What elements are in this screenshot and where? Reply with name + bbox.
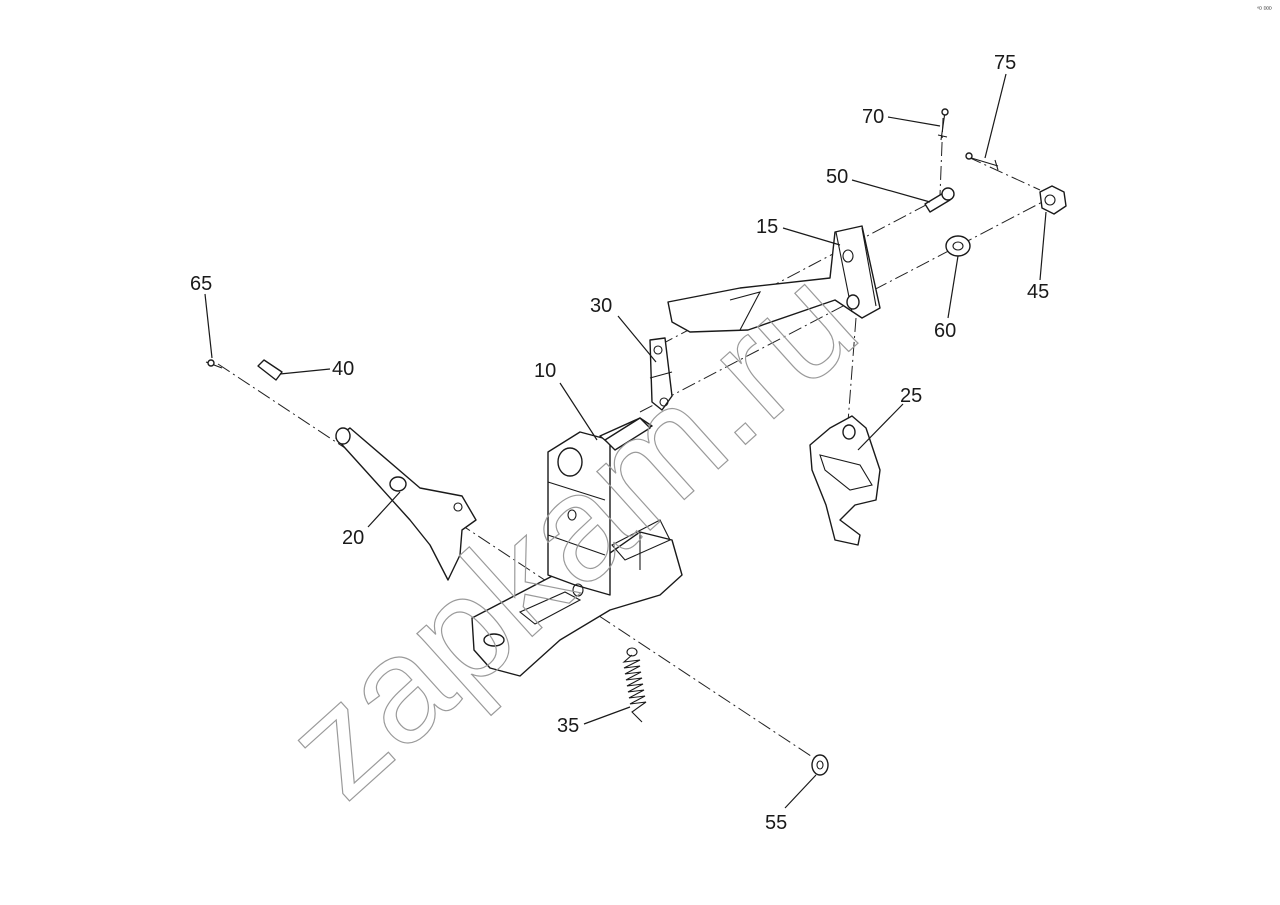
corner-mark: °ᴰ ᴰᴰᴰ [1257, 6, 1272, 13]
leader-lines [204, 73, 1047, 809]
leader-60 [947, 255, 959, 319]
leader-65 [204, 293, 213, 359]
part-30-link-plate [604, 337, 673, 451]
part-40-pin [257, 359, 283, 381]
axis-pin75 [967, 156, 1041, 191]
part-25-latch-plate [809, 415, 881, 546]
part-65-cotter-pin [205, 359, 223, 369]
leader-45 [1039, 211, 1047, 281]
callout-numbers: 10 15 20 25 30 35 40 45 50 55 60 65 70 7… [190, 52, 1049, 834]
axis-pivot [639, 197, 1051, 413]
callout-40: 40 [332, 358, 354, 380]
leader-70 [887, 116, 941, 127]
part-20-pedal-lever [335, 427, 477, 581]
part-70-cotter-pin [937, 108, 949, 141]
axis-latch [847, 317, 857, 423]
leader-40 [279, 368, 331, 375]
leader-75 [984, 73, 1007, 159]
callout-60: 60 [934, 320, 956, 342]
leader-15 [782, 227, 841, 246]
callout-20: 20 [342, 527, 364, 549]
callout-15: 15 [756, 216, 778, 238]
leader-50 [851, 179, 931, 203]
leader-10 [559, 382, 598, 441]
part-50-bolt [924, 187, 955, 213]
part-55-washer [811, 754, 829, 776]
leader-25 [857, 403, 904, 451]
leader-30 [617, 315, 657, 363]
callout-55: 55 [765, 812, 787, 834]
callout-65: 65 [190, 273, 212, 295]
callout-10: 10 [534, 360, 556, 382]
callout-70: 70 [862, 106, 884, 128]
axis-main-lower [217, 363, 821, 763]
callout-35: 35 [557, 715, 579, 737]
callout-75: 75 [994, 52, 1016, 74]
callout-30: 30 [590, 295, 612, 317]
leader-35 [583, 706, 631, 725]
callout-25: 25 [900, 385, 922, 407]
callout-45: 45 [1027, 281, 1049, 303]
callout-50: 50 [826, 166, 848, 188]
part-35-spring [622, 647, 647, 723]
part-60-washer [945, 235, 971, 257]
part-75-cotter-pin [965, 152, 999, 171]
leader-55 [784, 774, 817, 809]
part-45-nut [1039, 185, 1067, 215]
leader-20 [367, 491, 401, 528]
part-15-lever-arm [667, 225, 881, 333]
